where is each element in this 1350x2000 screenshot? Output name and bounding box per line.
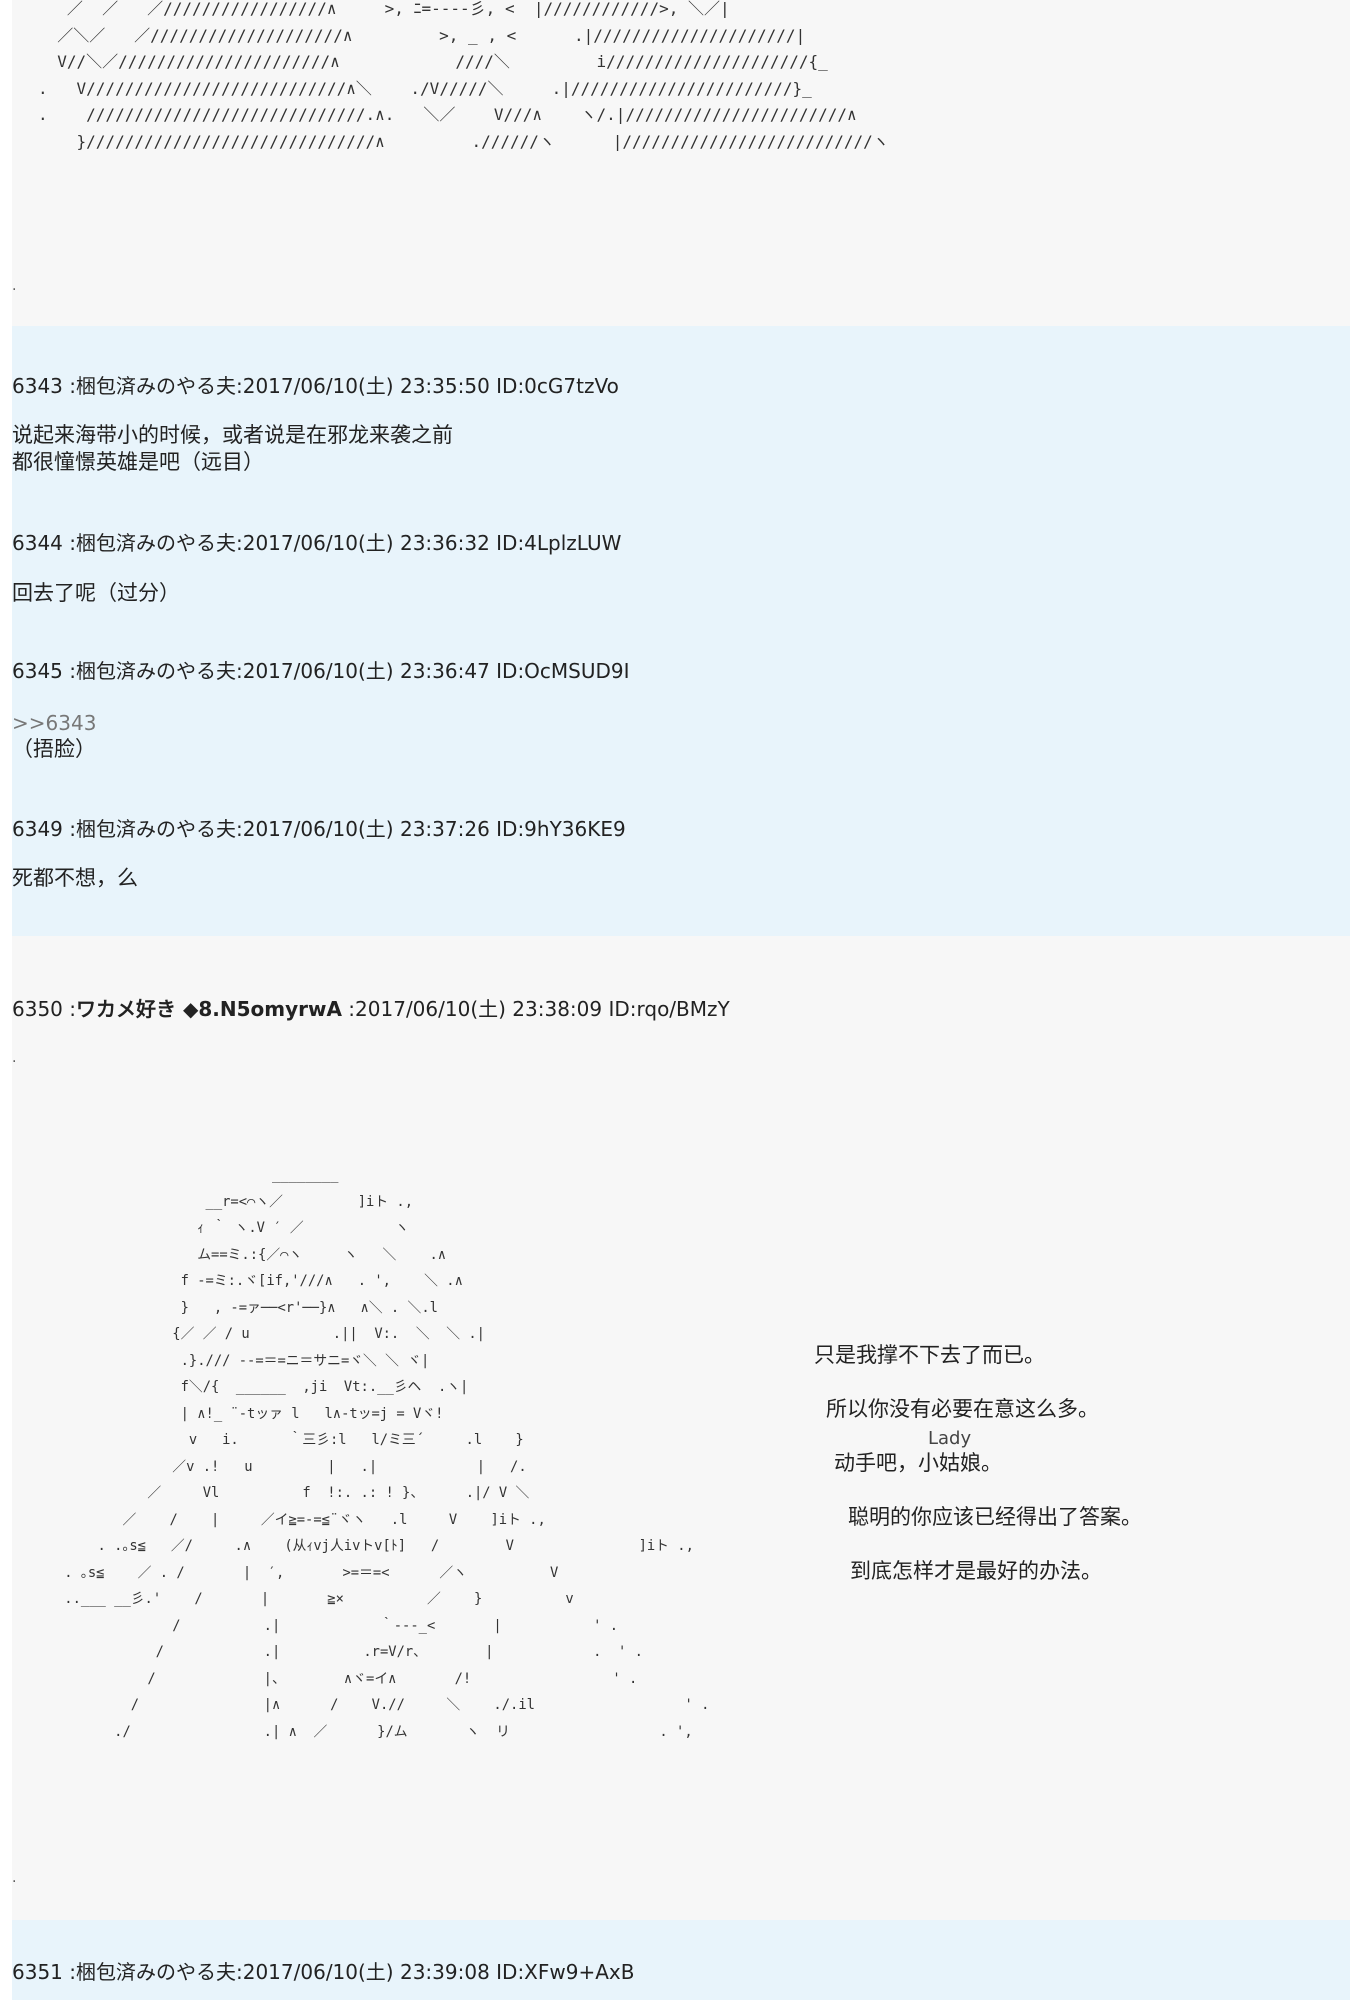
dialogue-line-5: 到底怎样才是最好的办法。 — [850, 1559, 1102, 1583]
post-header-6345: 6345 :梱包済みのやる夫:2017/06/10(土) 23:36:47 ID… — [12, 659, 630, 683]
spacer-dot: . — [12, 1050, 17, 1066]
post-header-6351: 6351 :梱包済みのやる夫:2017/06/10(土) 23:39:08 ID… — [12, 1960, 635, 1984]
ascii-art-figure: ________ __r=<⌒ヽ／ ]iト ., ｨ ｀ ヽ.V ′ ／ ヽ ム… — [64, 1167, 710, 1740]
dialogue-line-2: 所以你没有必要在意这么多。 — [826, 1397, 1099, 1421]
posts-6343-6349-block — [12, 326, 1350, 936]
post-date-id: :2017/06/10(土) 23:38:09 ID:rqo/BMzY — [341, 997, 730, 1021]
post-6342-block — [12, 0, 1350, 326]
dialogue-line-1: 只是我撑不下去了而已。 — [814, 1343, 1045, 1367]
post-body-6345: （捂脸） — [12, 737, 96, 761]
post-6351-block — [12, 1920, 1350, 2000]
dialogue-ruby: Lady — [928, 1428, 972, 1449]
spacer-dot: . — [12, 1870, 17, 1886]
post-header-6343: 6343 :梱包済みのやる夫:2017/06/10(土) 23:35:50 ID… — [12, 374, 619, 398]
post-header-6344: 6344 :梱包済みのやる夫:2017/06/10(土) 23:36:32 ID… — [12, 531, 622, 555]
post-number: 6350 : — [12, 997, 76, 1021]
post-quote-link-6343[interactable]: >>6343 — [12, 711, 97, 735]
thread-page: ／ ／ ／/////////////////∧ >, ﾆ=-‐‐‐彡, < |/… — [12, 0, 1350, 2000]
ascii-art-top: ／ ／ ／/////////////////∧ >, ﾆ=-‐‐‐彡, < |/… — [38, 0, 889, 151]
post-6350-block — [12, 936, 1350, 1920]
post-header-6350: 6350 :ワカメ好き ◆8.N5omyrwA :2017/06/10(土) 2… — [12, 996, 730, 1022]
dialogue-line-4: 聪明的你应该已经得出了答案。 — [848, 1505, 1142, 1529]
post-header-6349: 6349 :梱包済みのやる夫:2017/06/10(土) 23:37:26 ID… — [12, 817, 626, 841]
post-body-6343: 说起来海带小的时候，或者说是在邪龙来袭之前 都很憧憬英雄是吧（远目） — [12, 423, 453, 474]
poster-name-trip: ワカメ好き ◆8.N5omyrwA — [76, 997, 342, 1021]
spacer-dot: . — [12, 278, 17, 294]
post-body-6344: 回去了呢（过分） — [12, 581, 180, 605]
post-body-6349: 死都不想，么 — [12, 866, 138, 890]
dialogue-line-3: 动手吧，小姑娘。 — [834, 1451, 1002, 1475]
